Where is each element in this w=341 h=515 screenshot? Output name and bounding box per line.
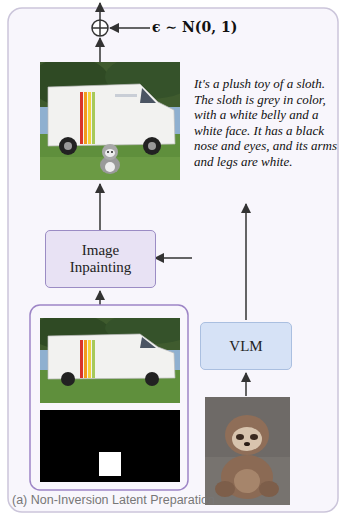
mask bbox=[40, 410, 180, 482]
inpainted-image bbox=[40, 62, 180, 180]
vlm-out-arrow bbox=[245, 204, 247, 320]
node-label: VLM bbox=[221, 338, 270, 355]
panel bbox=[8, 8, 338, 512]
model-box: VLM bbox=[200, 322, 292, 370]
noise-formula: ϵ ∼ N(0, 1) bbox=[152, 18, 272, 36]
mask-region bbox=[99, 452, 121, 476]
inpaint-out-arrow bbox=[99, 184, 101, 230]
vlm-description: It's a plush toy of a sloth. The sloth i… bbox=[194, 76, 337, 169]
source-image bbox=[40, 318, 180, 403]
noise-arrow bbox=[110, 27, 150, 29]
latent-arrow bbox=[99, 38, 101, 62]
prompt-arrow bbox=[155, 257, 192, 259]
inputs-arrow bbox=[99, 291, 101, 305]
output-arrow bbox=[99, 3, 101, 20]
photo-arrow bbox=[245, 373, 247, 396]
process-box: Image Inpainting bbox=[45, 230, 156, 288]
caption: (a) Non-Inversion Latent Preparation bbox=[12, 493, 206, 508]
node-label: Image Inpainting bbox=[46, 242, 155, 276]
reference-photo bbox=[205, 397, 290, 505]
sum-symbol bbox=[92, 20, 108, 36]
